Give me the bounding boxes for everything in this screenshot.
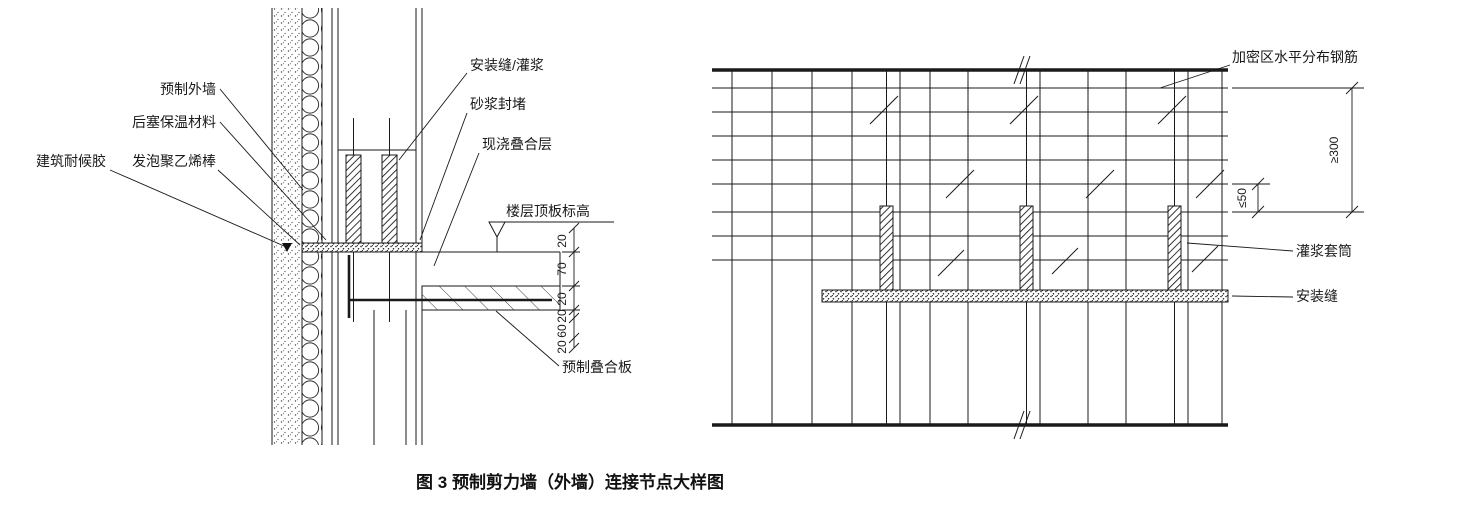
right-dimensions [1232,81,1364,219]
label-install-joint-grout: 安装缝/灌浆 [470,57,544,73]
dim-20-c: 20 [555,309,569,323]
label-mortar-seal: 砂浆封堵 [470,96,526,112]
wall-edges [712,55,1228,440]
dim-60: 60 [555,324,569,338]
sealant-marker [282,243,292,252]
label-foamed-pe-rod: 发泡聚乙烯棒 [132,153,216,169]
wall-panel-faces [331,8,423,445]
left-leader-lines [109,72,560,367]
left-section-detail: 预制外墙 后塞保温材料 建筑耐候胶 发泡聚乙烯棒 安装缝/灌浆 砂浆封堵 现浇叠… [36,8,632,445]
label-precast-exterior-wall: 预制外墙 [160,81,216,97]
dim-70: 70 [555,262,569,276]
dim-zone-height: ≥300 [1327,136,1341,163]
label-densified-horizontal-rebar: 加密区水平分布钢筋 [1232,49,1358,65]
label-grout-sleeve: 灌浆套筒 [1296,243,1352,259]
label-precast-composite-slab: 预制叠合板 [562,359,632,375]
dim-bar-spacing: ≤50 [1235,188,1249,208]
installation-joint-band-elevation [821,289,1229,303]
grout-sleeves-elevation [879,70,1182,425]
slab-rebar-hook [347,255,552,318]
composite-slab [347,251,561,318]
dim-20-a: 20 [555,234,569,248]
label-weatherproof-sealant: 建筑耐候胶 [36,153,106,169]
horizontal-rebar [712,87,1228,261]
label-back-packed-insulation: 后塞保温材料 [132,114,216,130]
dim-20-d: 20 [555,340,569,354]
slab-dimension-chain [562,222,580,354]
elevation-symbol [488,221,614,252]
insulation-layer [302,8,323,445]
vertical-rebar [731,70,1223,425]
break-symbol-bottom [1013,410,1031,440]
dim-20-b: 20 [555,292,569,306]
right-elevation-detail: 加密区水平分布钢筋 灌浆套筒 安装缝 ≥300 ≤50 [712,49,1364,440]
label-cast-in-place-topping: 现浇叠合层 [482,136,552,152]
figure-caption: 图 3 预制剪力墙（外墙）连接节点大样图 [416,473,724,492]
grout-sleeves-section [345,118,398,322]
label-install-joint: 安装缝 [1296,288,1338,304]
exterior-finish-layer [271,8,303,445]
right-leader-lines [1159,64,1294,298]
break-symbol-top [1013,55,1031,85]
label-floor-top-elevation: 楼层顶板标高 [506,203,590,219]
splice-marks [869,95,1225,277]
installation-joint-band-section [282,242,423,253]
